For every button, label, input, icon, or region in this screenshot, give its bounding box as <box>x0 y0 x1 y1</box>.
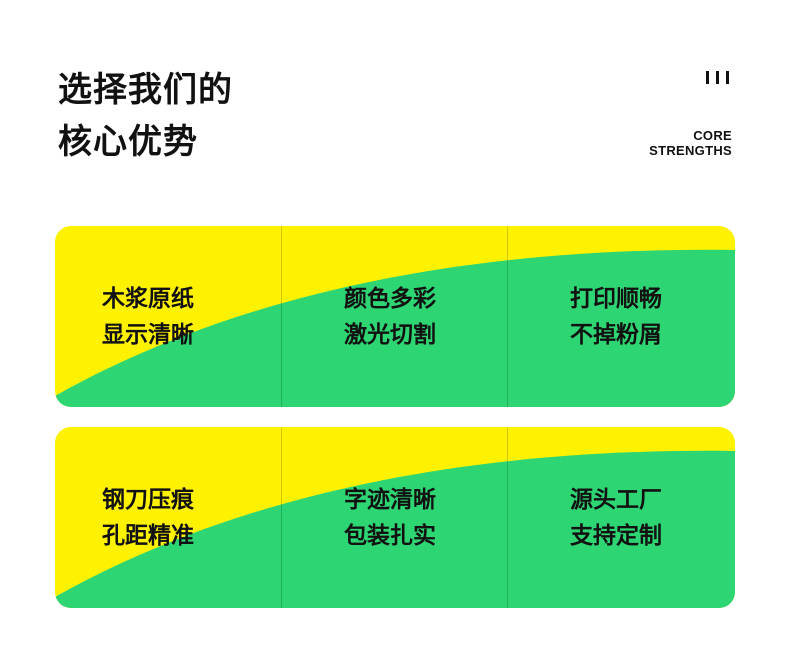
feature-text: 打印顺畅 <box>570 285 662 312</box>
feature-text: 钢刀压痕 <box>102 486 194 513</box>
subtitle-line-1: CORE <box>693 128 732 143</box>
card-divider <box>507 427 508 608</box>
title-line-1: 选择我们的 <box>58 70 233 110</box>
feature-text: 字迹清晰 <box>344 486 436 513</box>
feature-text: 不掉粉屑 <box>570 321 662 348</box>
feature-text: 木浆原纸 <box>102 285 194 312</box>
feature-text: 支持定制 <box>570 522 662 549</box>
card-divider <box>281 226 282 407</box>
feature-cell: 源头工厂 支持定制 <box>570 427 662 608</box>
feature-text: 激光切割 <box>344 321 436 348</box>
feature-text: 显示清晰 <box>102 321 194 348</box>
card-background <box>55 226 735 407</box>
feature-cell: 木浆原纸 显示清晰 <box>102 226 194 407</box>
title-line-2: 核心优势 <box>58 122 198 162</box>
feature-cell: 钢刀压痕 孔距精准 <box>102 427 194 608</box>
feature-text: 包装扎实 <box>344 522 436 549</box>
feature-card-1: 木浆原纸 显示清晰 颜色多彩 激光切割 打印顺畅 不掉粉屑 <box>55 226 735 407</box>
feature-card-2: 钢刀压痕 孔距精准 字迹清晰 包装扎实 源头工厂 支持定制 <box>55 427 735 608</box>
section-subtitle: CORE STRENGTHS <box>649 128 732 158</box>
feature-cell: 打印顺畅 不掉粉屑 <box>570 226 662 407</box>
subtitle-line-2: STRENGTHS <box>649 143 732 158</box>
card-background <box>55 427 735 608</box>
card-divider <box>507 226 508 407</box>
page-title: 选择我们的 核心优势 <box>58 64 233 168</box>
decorative-bars-icon <box>706 71 729 84</box>
feature-text: 颜色多彩 <box>344 285 436 312</box>
feature-cell: 字迹清晰 包装扎实 <box>344 427 436 608</box>
card-divider <box>281 427 282 608</box>
feature-text: 源头工厂 <box>570 486 662 513</box>
feature-text: 孔距精准 <box>102 522 194 549</box>
feature-cell: 颜色多彩 激光切割 <box>344 226 436 407</box>
